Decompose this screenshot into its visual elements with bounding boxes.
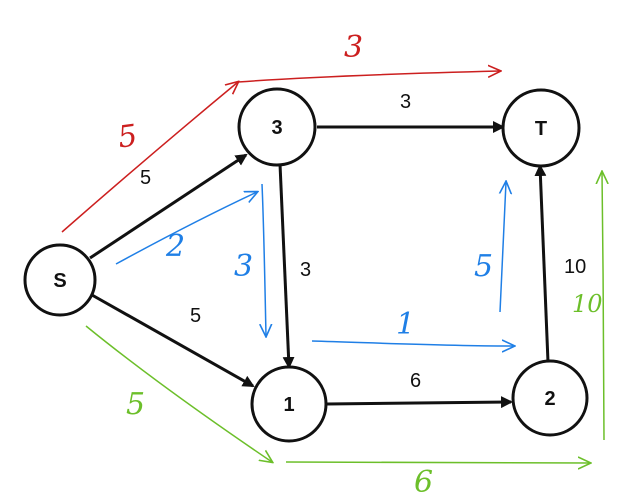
green-label-s-1: 5 bbox=[126, 387, 145, 422]
green-arrow-1-to-2 bbox=[285, 462, 590, 463]
green-flow-annotation: 5 6 10 bbox=[85, 172, 604, 500]
graph-nodes: S 3 T 1 2 bbox=[23, 87, 589, 443]
green-label-2-t: 10 bbox=[572, 290, 603, 318]
node-t-label: T bbox=[535, 118, 547, 140]
blue-arrow-1-to-2 bbox=[311, 341, 514, 346]
red-label-s-3: 5 bbox=[116, 118, 140, 155]
node-2-label: 2 bbox=[544, 388, 555, 410]
node-1-label: 1 bbox=[283, 394, 294, 416]
green-arrow-2-to-t bbox=[602, 172, 604, 441]
blue-arrow-2-to-t bbox=[500, 182, 506, 313]
node-s-label: S bbox=[53, 270, 66, 292]
node-3: 3 bbox=[237, 87, 317, 167]
node-2: 2 bbox=[511, 359, 589, 437]
node-3-label: 3 bbox=[271, 117, 282, 139]
edge-1-to-2 bbox=[326, 396, 513, 409]
red-label-3-t: 3 bbox=[344, 30, 363, 65]
edge-label-s-1: 5 bbox=[190, 305, 201, 327]
blue-label-s-3: 2 bbox=[165, 229, 185, 264]
red-flow-annotation: 5 3 bbox=[61, 30, 500, 233]
blue-flow-annotation: 2 3 1 5 bbox=[115, 182, 514, 346]
edge-label-2-t: 10 bbox=[564, 256, 586, 278]
green-label-1-2: 6 bbox=[414, 465, 433, 500]
blue-label-2-t: 5 bbox=[474, 249, 493, 284]
blue-label-3-1: 3 bbox=[234, 249, 253, 284]
node-1: 1 bbox=[250, 365, 328, 443]
edge-s-to-3 bbox=[89, 153, 248, 260]
edge-3-to-1 bbox=[278, 163, 295, 369]
blue-arrow-3-to-1 bbox=[262, 183, 266, 336]
edge-label-3-t: 3 bbox=[400, 91, 411, 113]
red-arrow-3-to-t bbox=[237, 71, 500, 83]
red-arrow-s-to-3 bbox=[61, 82, 238, 233]
blue-arrow-s-to-3 bbox=[115, 192, 257, 265]
blue-label-1-2: 1 bbox=[396, 307, 415, 342]
node-t: T bbox=[501, 88, 581, 168]
green-arrow-s-to-1 bbox=[85, 325, 272, 462]
edge-s-to-1 bbox=[91, 293, 255, 388]
edge-label-s-3: 5 bbox=[140, 167, 151, 189]
edge-label-1-2: 6 bbox=[410, 370, 421, 392]
node-s: S bbox=[23, 243, 97, 317]
edge-label-3-1: 3 bbox=[300, 259, 311, 281]
graph-edges bbox=[89, 121, 550, 409]
edge-capacity-labels: 5 5 3 3 6 10 bbox=[140, 91, 586, 392]
edge-2-to-t bbox=[534, 164, 550, 363]
